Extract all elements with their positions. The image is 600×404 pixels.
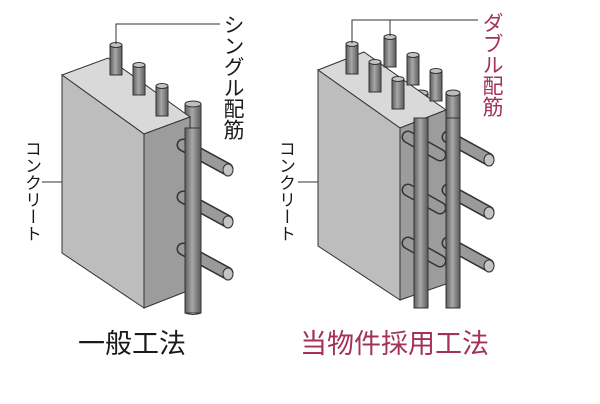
- left-caption: 一般工法: [78, 329, 186, 360]
- rebar-leader-line: [115, 23, 220, 44]
- rebar-leader-line: [351, 19, 478, 43]
- vertical-rebar: [184, 127, 202, 314]
- double-rebar-label: ダブル配筋: [480, 12, 504, 117]
- vertical-rebar-back: [445, 117, 461, 309]
- vertical-rebar-front: [413, 117, 429, 309]
- double-rebar-diagram: [298, 19, 495, 309]
- single-rebar-diagram: [42, 23, 234, 315]
- right-caption: 当物件採用工法: [300, 329, 489, 360]
- left-concrete-label: コンクリート: [21, 140, 41, 242]
- rebar-stubs: [345, 34, 443, 110]
- rebar-stubs: [109, 42, 169, 117]
- single-rebar-label: シングル配筋: [221, 14, 245, 140]
- right-concrete-label: コンクリート: [275, 140, 295, 242]
